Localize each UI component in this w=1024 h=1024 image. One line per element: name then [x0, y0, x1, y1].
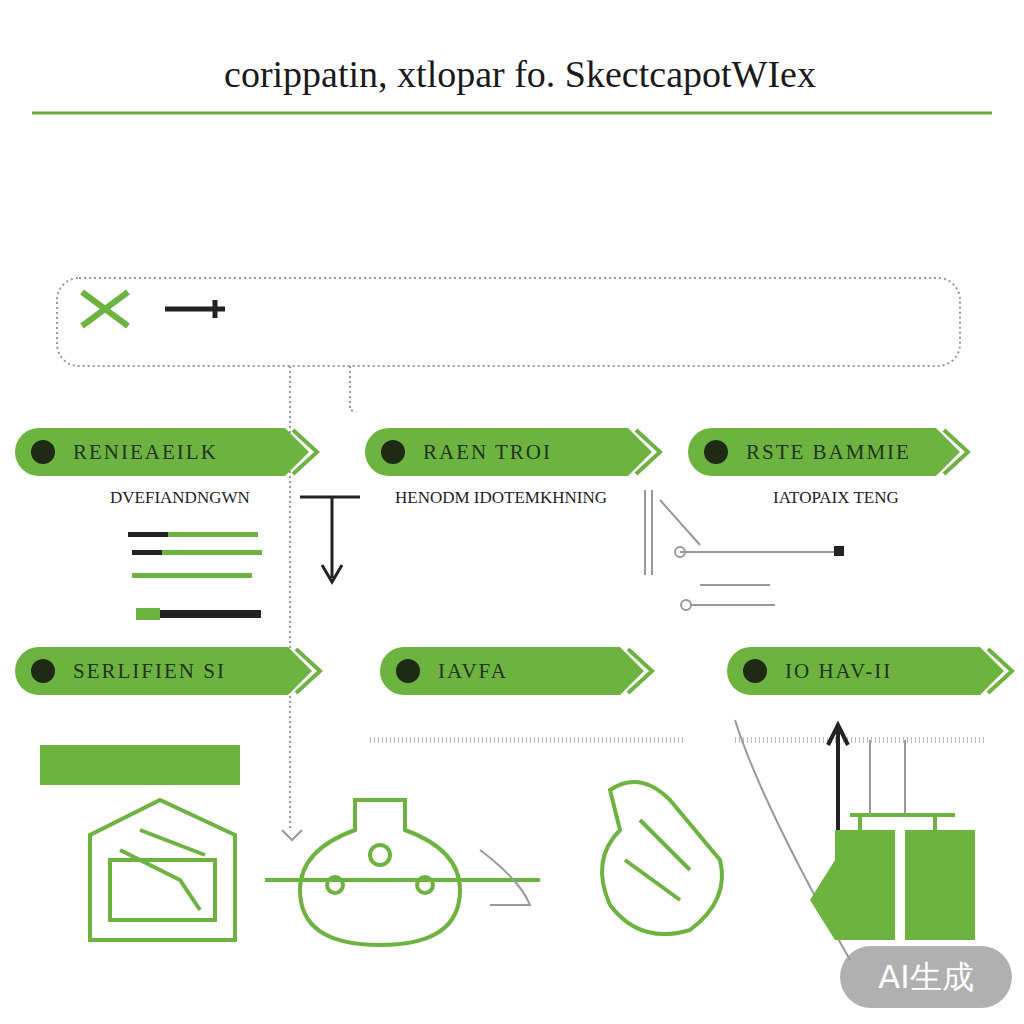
dash-mark	[165, 300, 225, 318]
arrow-band: RSTE BAMMIEIATOPAIX TENG	[688, 428, 966, 476]
hand-icon	[480, 782, 722, 934]
leader-lines	[645, 490, 840, 610]
band-label: RENIEAEILK	[15, 428, 218, 476]
arrow-tip	[282, 830, 302, 840]
band-label: RAEN TROI	[365, 428, 552, 476]
bulb-icon	[265, 800, 540, 945]
arrow-band: RAEN TROIHENODM IDOTEMKHNING	[365, 428, 658, 476]
band-shape	[380, 647, 650, 695]
watermark: AI生成	[840, 946, 1012, 1008]
band-caption: DVEFIANDNGWN	[110, 488, 250, 508]
house-icon	[40, 745, 240, 940]
band-caption: IATOPAIX TENG	[773, 488, 899, 508]
band-label: RSTE BAMMIE	[688, 428, 911, 476]
band-label: IAVFA	[380, 647, 508, 695]
arrow-band: RENIEAEILKDVEFIANDNGWN	[15, 428, 315, 476]
dotted-frame	[57, 278, 960, 366]
band-label: IO HAV-II	[727, 647, 892, 695]
band-caption: HENODM IDOTEMKHNING	[395, 488, 607, 508]
x-mark	[82, 292, 128, 326]
mini-bars	[128, 532, 262, 620]
dotted-line	[350, 366, 356, 412]
down-arrow	[300, 497, 360, 582]
box-icons	[810, 725, 975, 940]
band-label: SERLIFIEN SI	[15, 647, 226, 695]
arrow-band: IO HAV-II	[727, 647, 1010, 695]
texture	[370, 737, 685, 743]
texture	[735, 737, 985, 743]
curve-line	[735, 720, 850, 960]
arrow-band: SERLIFIEN SI	[15, 647, 318, 695]
arrow-band: IAVFA	[380, 647, 650, 695]
diagram-title: corippatin, xtlopar fo. SkectcapotWIex	[60, 52, 980, 96]
title-rule	[32, 112, 992, 115]
